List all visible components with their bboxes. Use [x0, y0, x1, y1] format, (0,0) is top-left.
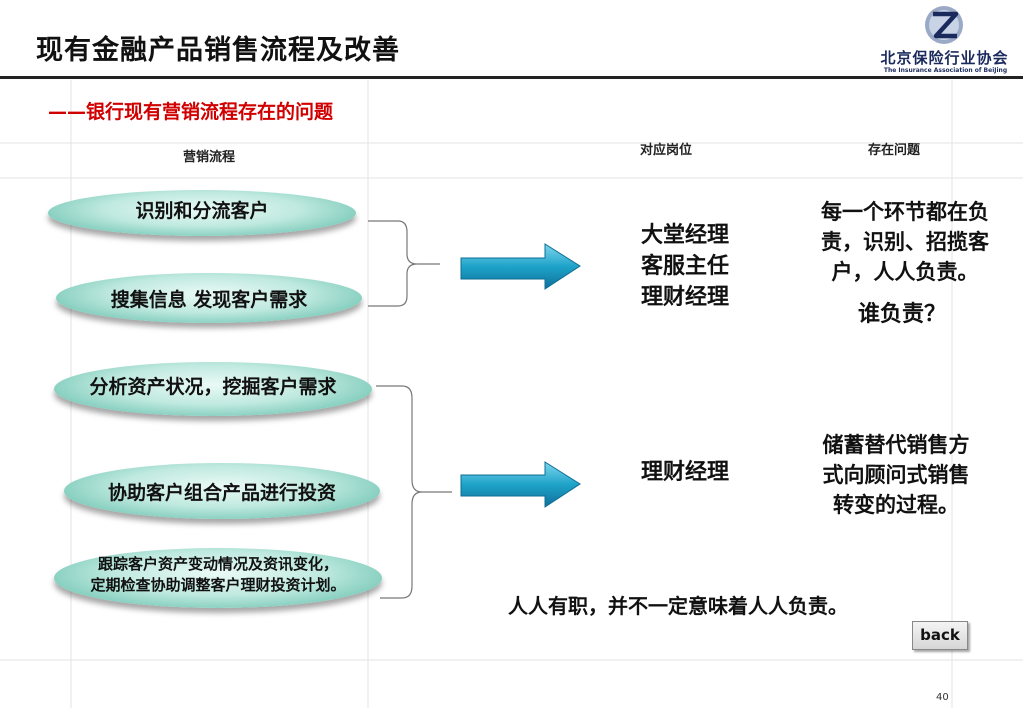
- arrow-group-2: [460, 461, 581, 508]
- logo-emblem-icon: [925, 6, 963, 44]
- position-lobby-manager: 大堂经理: [640, 223, 729, 248]
- positions-group-2: 理财经理: [620, 457, 750, 488]
- issue-group-1: 每一个环节都在负 责，识别、招揽客 户，人人负责。: [800, 197, 1010, 287]
- step-label: 分析资产状况，挖掘客户需求: [89, 375, 337, 398]
- issue-line: 每一个环节都在负: [821, 200, 989, 224]
- step-identify-customers: 识别和分流客户: [48, 190, 356, 236]
- step-analyze-assets: 分析资产状况，挖掘客户需求: [54, 362, 372, 416]
- issue-question: 谁负责？: [858, 302, 947, 327]
- issue-line: 户，人人负责。: [831, 260, 979, 284]
- slide-subtitle: ——银行现有营销流程存在的问题: [48, 101, 334, 123]
- issue-line: 式向顾问式销售: [822, 463, 970, 487]
- positions-group-1: 大堂经理 客服主任 理财经理: [620, 220, 750, 313]
- header-issues: 存在问题: [868, 143, 921, 158]
- brace-group-1: [368, 220, 440, 307]
- step-assist-investment: 协助客户组合产品进行投资: [64, 463, 380, 519]
- step-label-line-1: 跟踪客户资产变动情况及资讯变化，: [97, 555, 338, 573]
- association-logo: 北京保险行业协会 The Insurance Association of Be…: [866, 4, 1023, 80]
- step-collect-info: 搜集信息 发现客户需求: [56, 273, 362, 323]
- issue-line: 责，识别、招揽客: [821, 230, 989, 254]
- brace-group-2: [376, 385, 452, 599]
- logo-name-en: The Insurance Association of BeiJing: [883, 67, 1008, 74]
- back-button[interactable]: back: [912, 621, 968, 650]
- header-positions: 对应岗位: [640, 143, 693, 158]
- issue-line: 转变的过程。: [833, 493, 959, 517]
- page-number: 40: [936, 692, 949, 703]
- position-service-supervisor: 客服主任: [640, 254, 729, 279]
- issue-line: 储蓄替代销售方: [822, 433, 970, 457]
- arrow-group-1: [460, 243, 581, 290]
- logo-name-cn: 北京保险行业协会: [880, 49, 1009, 67]
- step-track-assets: 跟踪客户资产变动情况及资讯变化， 定期检查协助调整客户理财投资计划。: [54, 548, 382, 608]
- position-financial-manager: 理财经理: [640, 460, 729, 485]
- step-label: 协助客户组合产品进行投资: [107, 481, 336, 504]
- conclusion-text: 人人有职，并不一定意味着人人负责。: [508, 594, 848, 618]
- slide-title: 现有金融产品销售流程及改善: [36, 35, 400, 66]
- position-financial-manager: 理财经理: [640, 285, 729, 310]
- step-label: 搜集信息 发现客户需求: [110, 288, 308, 311]
- step-label: 识别和分流客户: [135, 199, 269, 222]
- step-label-line-2: 定期检查协助调整客户理财投资计划。: [90, 576, 346, 594]
- title-divider: [0, 76, 1023, 79]
- header-process: 营销流程: [183, 150, 236, 165]
- issue-group-2: 储蓄替代销售方 式向顾问式销售 转变的过程。: [798, 430, 994, 520]
